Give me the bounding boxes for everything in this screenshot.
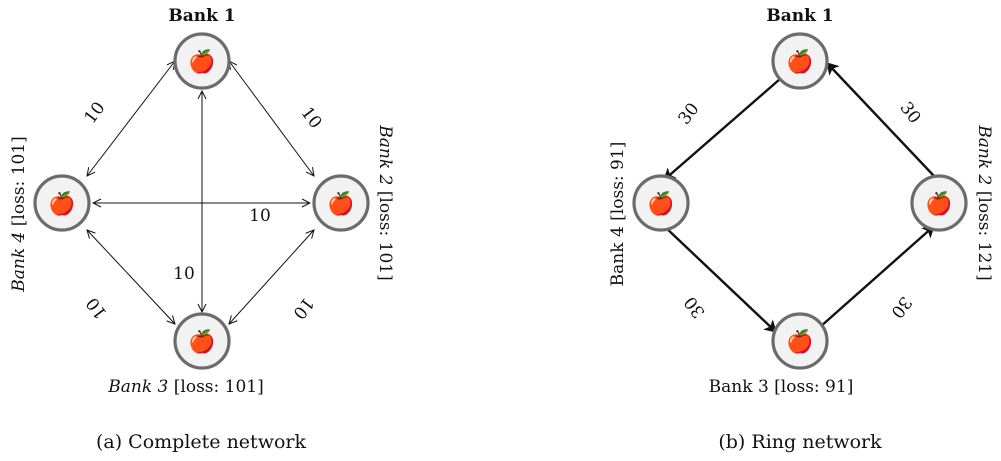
edge-b-2-1 <box>826 62 935 177</box>
edge-a-1-2 <box>229 61 314 176</box>
label-a-bank-4: Bank 4 [loss: 101] <box>9 136 29 292</box>
apple-icon: 🍎 <box>327 190 354 217</box>
caption-a: (a) Complete network <box>96 431 306 453</box>
apple-icon: 🍎 <box>188 48 215 75</box>
edge-label-a-1-2: 10 <box>296 103 325 132</box>
edge-label-b-2-1: 30 <box>895 98 924 127</box>
edge-label-b-4-3: 30 <box>681 292 710 321</box>
edge-b-3-2 <box>819 225 935 328</box>
apple-icon: 🍎 <box>786 328 813 355</box>
label-b-bank-2: Bank 2 [loss: 121] <box>974 124 994 280</box>
node-a-bank-2: 🍎 <box>312 174 370 232</box>
label-a-bank-3: Bank 3 [loss: 101] <box>107 377 263 397</box>
apple-icon: 🍎 <box>48 190 75 217</box>
edge-label-a-4-2: 10 <box>249 206 271 226</box>
edge-a-1-4 <box>87 61 175 176</box>
edge-a-4-3 <box>87 230 175 324</box>
node-a-bank-4: 🍎 <box>33 174 91 232</box>
apple-icon: 🍎 <box>647 190 674 217</box>
edge-b-1-4 <box>663 78 781 181</box>
node-b-bank-1: 🍎 <box>771 32 829 90</box>
edge-a-2-3 <box>229 230 314 324</box>
edge-label-a-4-3: 10 <box>83 293 112 322</box>
label-a-bank-2: Bank 2 [loss: 101] <box>375 124 395 280</box>
apple-icon: 🍎 <box>786 48 813 75</box>
edge-label-a-1-3: 10 <box>173 264 195 284</box>
edge-label-b-1-4: 30 <box>675 99 704 128</box>
apple-icon: 🍎 <box>925 190 952 217</box>
label-b-bank-1: Bank 1 <box>766 6 833 26</box>
edge-label-b-3-2: 30 <box>886 292 915 321</box>
node-b-bank-4: 🍎 <box>632 174 690 232</box>
node-a-bank-1: 🍎 <box>173 32 231 90</box>
node-b-bank-3: 🍎 <box>771 312 829 370</box>
caption-b: (b) Ring network <box>718 431 882 453</box>
panel-a-complete-network: 10 10 10 10 10 10 🍎 🍎 🍎 🍎 Bank 1 Bank 2 … <box>9 6 395 453</box>
node-b-bank-2: 🍎 <box>910 174 968 232</box>
apple-icon: 🍎 <box>188 328 215 355</box>
node-a-bank-3: 🍎 <box>173 312 231 370</box>
label-b-bank-4: Bank 4 [loss: 91] <box>608 142 628 287</box>
edge-label-a-2-3: 10 <box>288 293 317 322</box>
label-b-bank-3: Bank 3 [loss: 91] <box>709 377 854 397</box>
panel-b-ring-network: 30 30 30 30 🍎 🍎 🍎 🍎 Bank 1 Bank 2 [loss:… <box>608 6 994 453</box>
edge-label-a-1-4: 10 <box>81 98 110 127</box>
edge-b-4-3 <box>663 225 777 333</box>
label-a-bank-1: Bank 1 <box>168 6 235 26</box>
